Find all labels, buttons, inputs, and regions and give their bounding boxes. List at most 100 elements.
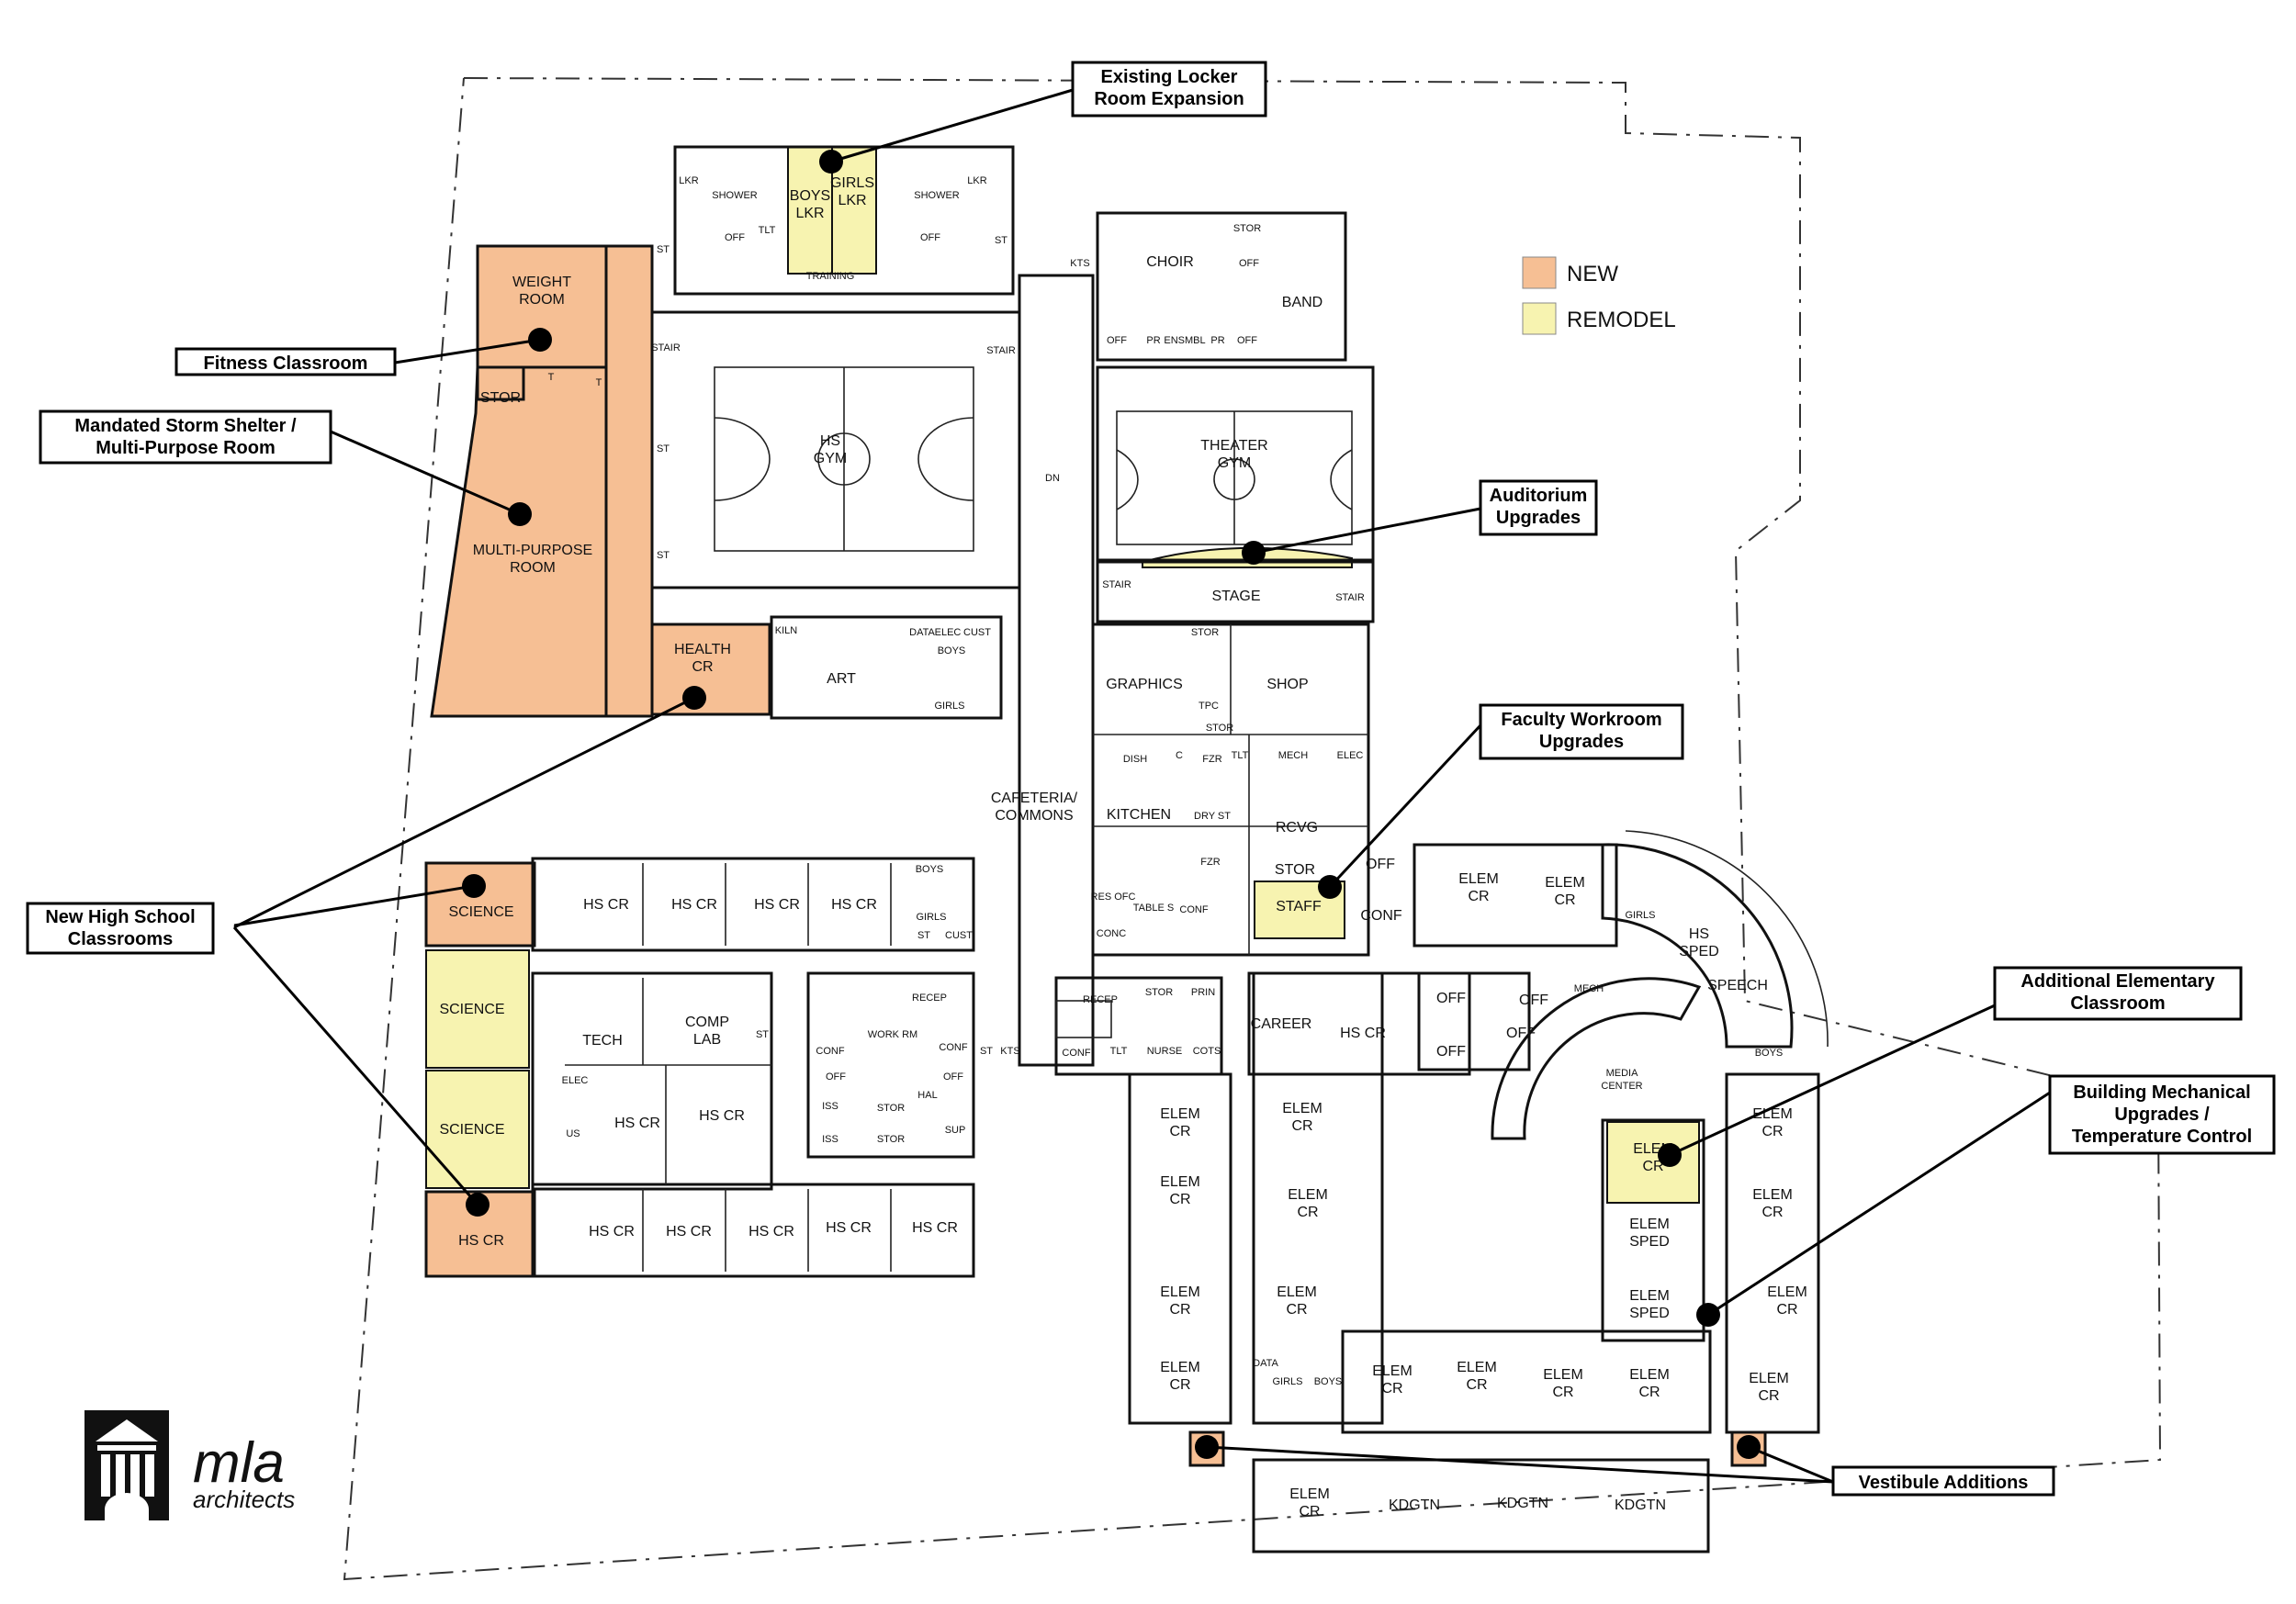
off-label-1: OFF	[725, 232, 745, 243]
lkr-label-1: LKR	[679, 175, 698, 186]
hs-cr-label-1: HS CR	[583, 897, 629, 913]
conf-label-3: CONF	[816, 1046, 844, 1057]
dn-label: DN	[1045, 473, 1060, 484]
st-label-3: ST	[657, 443, 670, 454]
st-label-4: ST	[657, 550, 670, 561]
shower-label-2: SHOWER	[914, 190, 960, 201]
conf-label-1: CONF	[1179, 904, 1208, 915]
stor-label-6: STOR	[877, 1103, 905, 1114]
legend: NEW REMODEL	[1522, 256, 1676, 335]
conc-label: CONC	[1097, 928, 1126, 939]
hal-label: HAL	[917, 1090, 937, 1101]
tlt-label-3: TLT	[1110, 1046, 1128, 1057]
kiln-label: KILN	[775, 625, 798, 636]
iss-label-2: ISS	[822, 1134, 838, 1145]
kitchen-label: KITCHEN	[1107, 807, 1171, 823]
off-label-11: OFF	[1519, 993, 1548, 1008]
stair-label-1: STAIR	[651, 342, 681, 353]
boys-label-4: BOYS	[1314, 1376, 1343, 1387]
stor-label-5: STOR	[1275, 862, 1315, 878]
elem-cr-remodel	[1606, 1121, 1700, 1204]
science-remodel-1	[425, 949, 530, 1069]
recep-label-1: RECEP	[912, 993, 947, 1004]
legend-remodel-swatch	[1522, 302, 1557, 335]
band-label: BAND	[1282, 295, 1322, 310]
hs-cr-label-2: HS CR	[671, 897, 717, 913]
graphics-label: GRAPHICS	[1106, 677, 1183, 692]
off-label-5: OFF	[1237, 335, 1257, 346]
st-label-2: ST	[995, 235, 1007, 246]
new-areas	[424, 244, 1767, 1467]
art-label: ART	[827, 671, 856, 687]
cafeteria-label: CAFETERIA/COMMONS	[991, 791, 1078, 824]
hs-cr-label-12: HS CR	[1340, 1026, 1386, 1041]
hs-cr-label-8: HS CR	[666, 1224, 712, 1239]
cots-label: COTS	[1193, 1046, 1221, 1057]
elec-label-2: ELEC	[1337, 750, 1364, 761]
mech-label-2: MECH	[1574, 983, 1604, 994]
stor-label-4: STOR	[1206, 723, 1233, 734]
nurse-label: NURSE	[1147, 1046, 1183, 1057]
conf-label-4: CONF	[939, 1042, 967, 1053]
lkr-label-2: LKR	[967, 175, 986, 186]
off-label-4: OFF	[1107, 335, 1127, 346]
kdgtn-label-1: KDGTN	[1389, 1497, 1440, 1513]
mech-label: MECH	[1278, 750, 1308, 761]
stage-label: STAGE	[1211, 589, 1260, 604]
stor-label-8: STOR	[1145, 987, 1173, 998]
callout-fitness: Fitness Classroom	[174, 347, 397, 376]
t-label-1: T	[548, 372, 555, 383]
legend-new-label: NEW	[1567, 262, 1618, 286]
fzr-label: FZR	[1202, 754, 1221, 765]
conf-label-5: CONF	[1062, 1048, 1090, 1059]
science-label-2: SCIENCE	[439, 1002, 504, 1017]
st-label-5: ST	[756, 1029, 769, 1040]
shop-label: SHOP	[1266, 677, 1308, 692]
st-label-1: ST	[657, 244, 670, 255]
stair-label-2: STAIR	[986, 345, 1016, 356]
boys-label: BOYS	[938, 645, 966, 656]
tech-label: TECH	[582, 1033, 623, 1049]
ensmbl-label: ENSMBL	[1164, 335, 1205, 346]
hs-cr-label-11: HS CR	[912, 1220, 958, 1236]
tlt-label-1: TLT	[759, 225, 776, 236]
kts-label-2: KTS	[1000, 1046, 1019, 1057]
cust-label-2: CUST	[945, 930, 973, 941]
stor-label-2: STOR	[1233, 223, 1261, 234]
callout-storm-shelter: Mandated Storm Shelter /Multi-Purpose Ro…	[39, 409, 332, 465]
prin-label: PRIN	[1191, 987, 1215, 998]
kdgtn-label-3: KDGTN	[1615, 1497, 1666, 1513]
off-label-3: OFF	[1239, 258, 1259, 269]
tpc-label: TPC	[1199, 701, 1219, 712]
svg-text:Vestibule Additions: Vestibule Additions	[1859, 1473, 2029, 1493]
kdgtn-label-2: KDGTN	[1497, 1496, 1548, 1511]
work-rm-label: WORK RM	[868, 1029, 917, 1040]
health-cr	[650, 623, 771, 716]
stair-label-3: STAIR	[1102, 579, 1131, 590]
tlt-label-2: TLT	[1232, 750, 1249, 761]
staff-label: STAFF	[1276, 899, 1322, 914]
science-label-3: SCIENCE	[439, 1122, 504, 1138]
off-label-9: OFF	[1436, 991, 1466, 1006]
dots	[462, 150, 1761, 1459]
